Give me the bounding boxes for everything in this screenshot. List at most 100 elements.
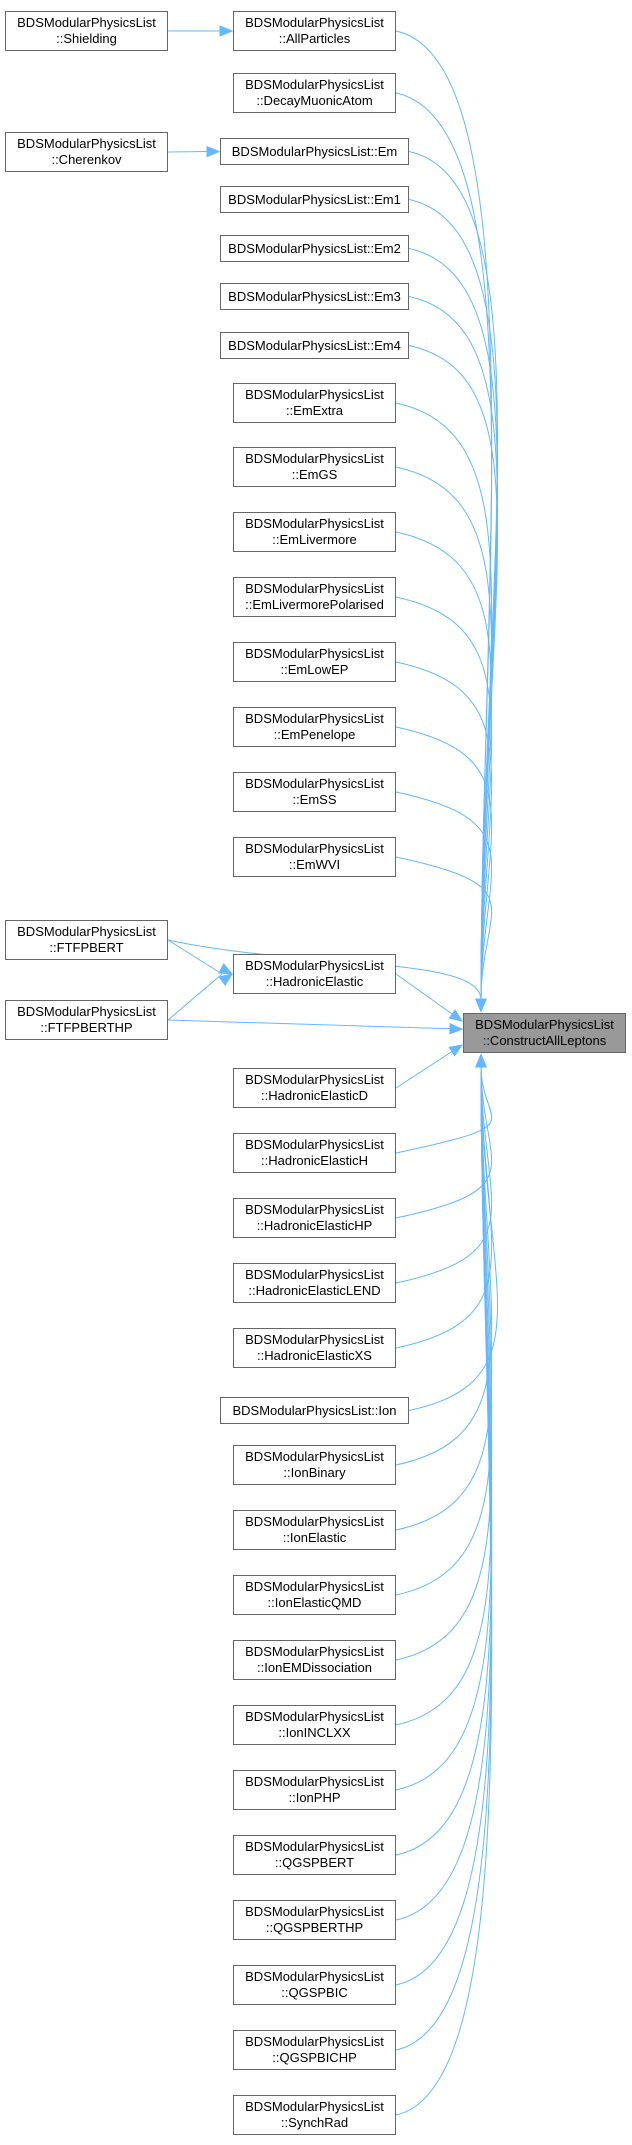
edge-arrowhead xyxy=(475,998,487,1013)
node-label: BDSModularPhysicsList::Ion xyxy=(232,1402,397,1418)
node-empenelope[interactable]: BDSModularPhysicsList::EmPenelope xyxy=(233,707,396,747)
node-label: BDSModularPhysicsList xyxy=(245,776,384,791)
node-label: ::IonEMDissociation xyxy=(257,1660,372,1675)
node-emwvi[interactable]: BDSModularPhysicsList::EmWVI xyxy=(233,837,396,877)
edge-emwvi-to-target xyxy=(395,856,493,1001)
edge-qgspbert-to-target xyxy=(395,1065,493,1856)
node-ftfpberthp[interactable]: BDSModularPhysicsList::FTFPBERTHP xyxy=(5,1000,168,1040)
node-ionelasticqmd[interactable]: BDSModularPhysicsList::IonElasticQMD xyxy=(233,1575,396,1615)
node-em1[interactable]: BDSModularPhysicsList::Em1 xyxy=(220,186,409,213)
node-label: ::DecayMuonicAtom xyxy=(256,93,373,108)
node-emlowep[interactable]: BDSModularPhysicsList::EmLowEP xyxy=(233,642,396,682)
node-label: BDSModularPhysicsList xyxy=(245,1839,384,1854)
node-qgspbert[interactable]: BDSModularPhysicsList::QGSPBERT xyxy=(233,1835,396,1875)
node-allparticles[interactable]: BDSModularPhysicsList::AllParticles xyxy=(233,11,396,51)
edge-emlivermore-to-target xyxy=(395,531,493,1001)
node-label: BDSModularPhysicsList xyxy=(17,1004,156,1019)
edge-emlivermorepolarised-to-target xyxy=(395,596,493,1001)
node-emlivermore[interactable]: BDSModularPhysicsList::EmLivermore xyxy=(233,512,396,552)
edge-qgspberthp-to-target xyxy=(395,1065,493,1921)
edge-emlowep-to-target xyxy=(395,661,493,1001)
node-ioninclxx[interactable]: BDSModularPhysicsList::IonINCLXX xyxy=(233,1705,396,1745)
node-emlivermorepolarised[interactable]: BDSModularPhysicsList::EmLivermorePolari… xyxy=(233,577,396,617)
node-emss[interactable]: BDSModularPhysicsList::EmSS xyxy=(233,772,396,812)
node-ionelastic[interactable]: BDSModularPhysicsList::IonElastic xyxy=(233,1510,396,1550)
edge-ionphp-to-target xyxy=(395,1065,493,1791)
node-synchrad[interactable]: BDSModularPhysicsList::SynchRad xyxy=(233,2095,396,2135)
node-label: BDSModularPhysicsList xyxy=(245,1332,384,1347)
edge-emextra-to-target xyxy=(395,402,493,1001)
node-label: BDSModularPhysicsList xyxy=(245,77,384,92)
node-label: BDSModularPhysicsList xyxy=(245,841,384,856)
node-label: ::Shielding xyxy=(56,31,117,46)
node-label: BDSModularPhysicsList::Em xyxy=(231,143,398,159)
edge-emss-to-target xyxy=(395,791,493,1001)
node-ionphp[interactable]: BDSModularPhysicsList::IonPHP xyxy=(233,1770,396,1810)
node-label: ::IonElastic xyxy=(282,1530,347,1545)
node-hadronicelastichp[interactable]: BDSModularPhysicsList::HadronicElasticHP xyxy=(233,1198,396,1238)
node-ftfpbert[interactable]: BDSModularPhysicsList::FTFPBERT xyxy=(5,920,168,960)
node-label: BDSModularPhysicsList xyxy=(245,1137,384,1152)
node-label: BDSModularPhysicsList xyxy=(17,15,156,30)
node-label: ::SynchRad xyxy=(280,2115,349,2130)
node-shielding[interactable]: BDSModularPhysicsList::Shielding xyxy=(5,11,168,51)
edge-hadronicelasticd-to-target xyxy=(395,1050,454,1089)
node-ion[interactable]: BDSModularPhysicsList::Ion xyxy=(220,1397,409,1424)
node-label: ::IonElasticQMD xyxy=(267,1595,362,1610)
edge-hadronicelastic-to-target xyxy=(395,973,454,1016)
edge-empenelope-to-target xyxy=(395,726,493,1001)
edge-emgs-to-target xyxy=(395,466,493,1001)
node-hadronicelasticxs[interactable]: BDSModularPhysicsList::HadronicElasticXS xyxy=(233,1328,396,1368)
node-label: BDSModularPhysicsList xyxy=(245,1579,384,1594)
node-qgspbic[interactable]: BDSModularPhysicsList::QGSPBIC xyxy=(233,1965,396,2005)
node-label: ::EmLivermorePolarised xyxy=(245,597,384,612)
edge-allparticles-to-target xyxy=(395,30,493,1001)
edge-arrowhead xyxy=(218,973,234,986)
node-label: BDSModularPhysicsList xyxy=(245,1514,384,1529)
node-ionbinary[interactable]: BDSModularPhysicsList::IonBinary xyxy=(233,1445,396,1485)
edge-qgspbichp-to-target xyxy=(395,1065,493,2051)
node-emextra[interactable]: BDSModularPhysicsList::EmExtra xyxy=(233,383,396,423)
node-em[interactable]: BDSModularPhysicsList::Em xyxy=(220,138,409,165)
node-hadronicelastich[interactable]: BDSModularPhysicsList::HadronicElasticH xyxy=(233,1133,396,1173)
edge-ion-to-target xyxy=(408,1065,498,1411)
node-label: ::IonINCLXX xyxy=(278,1725,351,1740)
edge-ionelastic-to-target xyxy=(395,1065,493,1531)
node-hadronicelasticlend[interactable]: BDSModularPhysicsList::HadronicElasticLE… xyxy=(233,1263,396,1303)
node-label: ::EmGS xyxy=(291,467,338,482)
node-cherenkov[interactable]: BDSModularPhysicsList::Cherenkov xyxy=(5,132,168,172)
node-label: ::EmSS xyxy=(292,792,337,807)
edge-ioninclxx-to-target xyxy=(395,1065,493,1726)
node-qgspberthp[interactable]: BDSModularPhysicsList::QGSPBERTHP xyxy=(233,1900,396,1940)
node-construct-all-leptons[interactable]: BDSModularPhysicsList ::ConstructAllLept… xyxy=(463,1013,626,1053)
node-label: BDSModularPhysicsList xyxy=(245,646,384,661)
node-label: ::EmLowEP xyxy=(280,662,349,677)
node-decaymuonicatom[interactable]: BDSModularPhysicsList::DecayMuonicAtom xyxy=(233,73,396,113)
node-hadronicelastic[interactable]: BDSModularPhysicsList::HadronicElastic xyxy=(233,954,396,994)
edge-ftfpbert-to-hadronicelastic xyxy=(167,939,223,975)
node-em3[interactable]: BDSModularPhysicsList::Em3 xyxy=(220,283,409,310)
node-label: BDSModularPhysicsList xyxy=(245,15,384,30)
node-label: BDSModularPhysicsList::Em3 xyxy=(228,288,401,304)
node-label: ::HadronicElastic xyxy=(265,974,364,989)
node-label: BDSModularPhysicsList xyxy=(245,1267,384,1282)
node-label: ::EmWVI xyxy=(288,857,341,872)
edge-arrowhead xyxy=(219,25,234,37)
node-label: ::FTFPBERT xyxy=(49,940,124,955)
node-ionemdissociation[interactable]: BDSModularPhysicsList::IonEMDissociation xyxy=(233,1640,396,1680)
edge-cherenkov-to-em xyxy=(167,151,210,153)
node-label: BDSModularPhysicsList xyxy=(245,1709,384,1724)
edge-arrowhead xyxy=(448,1009,464,1022)
node-emgs[interactable]: BDSModularPhysicsList::EmGS xyxy=(233,447,396,487)
node-label: ::IonPHP xyxy=(288,1790,341,1805)
node-label: ::HadronicElasticXS xyxy=(257,1348,372,1363)
node-em4[interactable]: BDSModularPhysicsList::Em4 xyxy=(220,332,409,359)
node-qgspbichp[interactable]: BDSModularPhysicsList::QGSPBICHP xyxy=(233,2030,396,2070)
node-em2[interactable]: BDSModularPhysicsList::Em2 xyxy=(220,235,409,262)
node-label: BDSModularPhysicsList xyxy=(245,2099,384,2114)
node-label: ::EmExtra xyxy=(285,403,344,418)
edge-decaymuonicatom-to-target xyxy=(395,92,493,1001)
node-hadronicelasticd[interactable]: BDSModularPhysicsList::HadronicElasticD xyxy=(233,1068,396,1108)
